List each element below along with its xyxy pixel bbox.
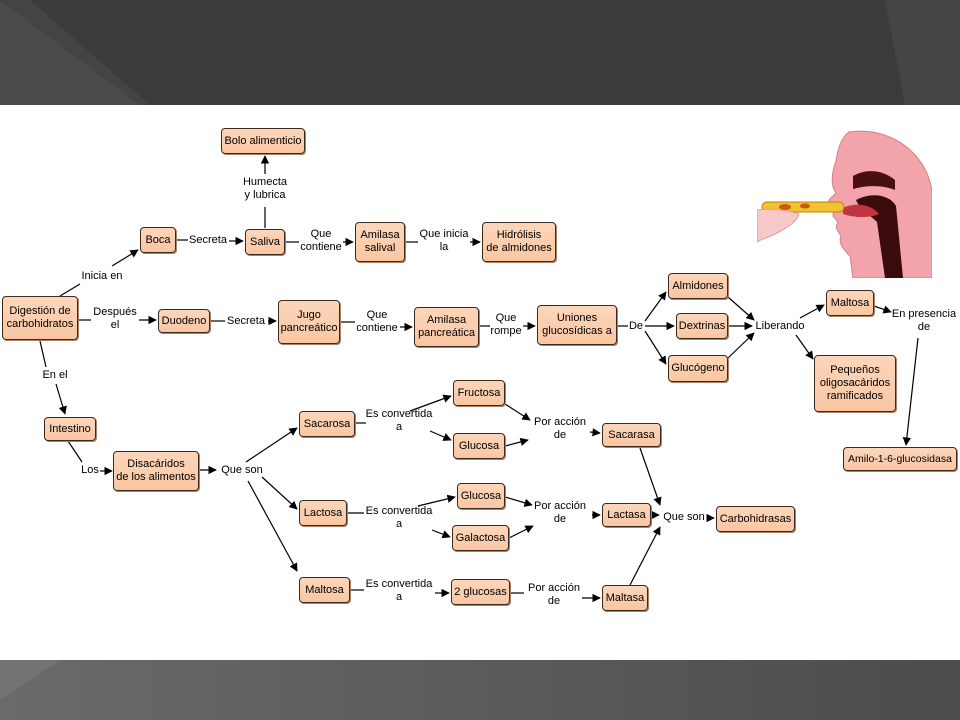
node-galactosa: Galactosa xyxy=(452,525,509,551)
link-label-en-presencia-de: En presencia de xyxy=(891,308,957,333)
link-label-es-convertida-sacarosa: Es convertida a xyxy=(365,408,433,433)
link-label-secreta-saliva: Secreta xyxy=(189,234,227,246)
arrow-glucosa-accion-lactasa xyxy=(504,496,533,507)
node-boca: Boca xyxy=(140,227,176,253)
arrow-to-glucosa-sacarosa xyxy=(429,430,452,441)
arrow-almidones-liberando xyxy=(727,296,755,321)
arrow-to-maltosa-liberada xyxy=(799,304,825,319)
node-duodeno: Duodeno xyxy=(158,309,210,333)
arrow-to-fructosa xyxy=(409,394,452,412)
tongue xyxy=(843,204,879,217)
node-maltasa: Maltasa xyxy=(602,585,648,611)
node-glucogeno: Glucógeno xyxy=(668,355,728,382)
link-label-que-rompe: Que rompe xyxy=(490,312,522,337)
arrow-to-oligosacaridos xyxy=(795,334,814,360)
arrow-to-lactosa xyxy=(261,476,298,510)
link-label-liberando: Liberando xyxy=(755,320,805,332)
connector-digestion-en-el xyxy=(39,340,47,368)
node-dextrinas: Dextrinas xyxy=(676,313,728,339)
link-label-los: Los xyxy=(81,464,99,476)
link-label-que-inicia-la: Que inicia la xyxy=(419,228,469,253)
arrow-to-glucosa-lactosa xyxy=(417,494,456,507)
arrow-fructosa-accion xyxy=(504,403,531,421)
link-label-de: De xyxy=(628,320,644,332)
arrow-to-intestino xyxy=(55,383,67,415)
link-label-secreta-jugo: Secreta xyxy=(227,315,265,327)
link-label-en-el: En el xyxy=(42,369,68,381)
link-label-que-contiene-amilasa-salival: Que contiene xyxy=(300,228,342,253)
link-label-es-convertida-maltosa: Es convertida a xyxy=(365,578,433,603)
connector-digestion-inicia xyxy=(59,283,81,297)
arrow-sacarasa-que-son xyxy=(639,447,662,506)
arrow-to-maltosa xyxy=(247,480,298,572)
arrow-glucosa-accion xyxy=(504,437,529,447)
arrow-to-almidones xyxy=(644,291,667,322)
link-label-que-contiene-amilasa-pancreatica: Que contiene xyxy=(356,309,398,334)
arrow-to-en-presencia xyxy=(873,305,892,314)
node-fructosa: Fructosa xyxy=(453,380,505,406)
node-glucosa-sacarosa: Glucosa xyxy=(453,433,505,459)
arrow-to-sacarasa xyxy=(589,428,601,437)
node-intestino: Intestino xyxy=(44,417,96,441)
node-jugo-pancreatico: Jugo pancreático xyxy=(278,300,340,344)
arrow-to-amilo-glucosidasa xyxy=(902,337,919,446)
link-label-despues-el: Después el xyxy=(93,306,137,331)
link-label-que-son-disacaridos: Que son xyxy=(221,464,263,476)
throat xyxy=(856,195,903,278)
arrow-to-galactosa xyxy=(431,529,451,539)
link-label-que-son-carbohidrasas: Que son xyxy=(663,511,705,523)
node-amilasa-salival: Amilasa salival xyxy=(355,222,405,262)
node-lactasa: Lactasa xyxy=(602,503,651,527)
node-maltosa-liberada: Maltosa xyxy=(826,290,874,316)
link-label-por-accion-lactasa: Por acción de xyxy=(534,500,586,525)
node-sacarosa: Sacarosa xyxy=(299,411,355,437)
link-label-humecta-y-lubrica: Humecta y lubrica xyxy=(242,176,288,201)
connector-intestino-los xyxy=(67,440,83,463)
node-disacaridos: Disacáridos de los alimentos xyxy=(113,451,199,491)
node-carbohidrasas: Carbohidrasas xyxy=(716,506,795,532)
arrow-to-boca xyxy=(111,249,139,267)
arrow-to-glucogeno xyxy=(644,330,667,365)
hand xyxy=(757,208,800,243)
link-label-inicia-en: Inicia en xyxy=(81,270,123,282)
node-maltosa: Maltosa xyxy=(299,577,350,603)
node-hidrolisis-de-almidones: Hidrólisis de almidones xyxy=(482,222,556,262)
arrow-maltasa-que-son xyxy=(629,526,661,586)
node-saliva: Saliva xyxy=(245,229,285,255)
node-bolo-alimenticio: Bolo alimenticio xyxy=(221,128,305,154)
node-lactosa: Lactosa xyxy=(299,500,347,526)
arrow-to-sacarosa xyxy=(245,427,298,463)
arrow-glucogeno-liberando xyxy=(727,332,755,359)
node-almidones: Almidones xyxy=(668,273,728,299)
node-digestion-de-carbohidratos: Digestión de carbohidratos xyxy=(2,296,78,340)
node-glucosa-lactosa: Glucosa xyxy=(457,483,505,509)
arrow-galactosa-accion xyxy=(508,525,534,539)
node-pequenos-oligosacaridos: Pequeños oligosacáridos ramificados xyxy=(814,355,896,412)
link-label-por-accion-sacarasa: Por acción de xyxy=(534,416,586,441)
node-uniones-glucosidicas: Uniones glucosídicas a xyxy=(537,305,617,345)
header-band xyxy=(0,0,960,105)
node-amilo-glucosidasa: Amilo-1-6-glucosidasa xyxy=(843,447,957,471)
link-label-por-accion-maltasa: Por acción de xyxy=(528,582,580,607)
node-amilasa-pancreatica: Amilasa pancreática xyxy=(414,307,479,347)
node-dos-glucosas: 2 glucosas xyxy=(451,579,510,605)
nasal-cavity xyxy=(853,171,895,190)
digestion-illustration xyxy=(757,130,932,278)
footer-band xyxy=(0,660,960,720)
node-sacarasa: Sacarasa xyxy=(602,423,661,447)
link-label-es-convertida-lactosa: Es convertida a xyxy=(365,505,433,530)
